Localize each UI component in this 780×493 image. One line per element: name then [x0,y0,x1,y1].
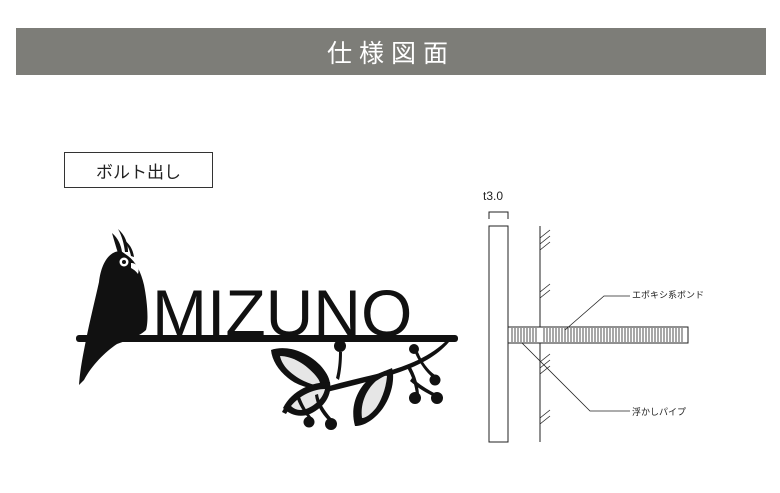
page-title: 仕様図面 [326,38,455,68]
adhesive-label: エポキシ系ボンド [632,291,705,301]
adhesive-leader [564,295,630,331]
mount-type-label: ボルト出し [64,152,213,188]
thickness-label: t3.0 [483,189,504,203]
header-bar: 仕様図面 [16,28,766,75]
branch-ornament [271,340,449,430]
nameplate-sign: MIZUNO [76,229,458,430]
pipe-leader [521,342,630,412]
sign-base-bar [76,335,458,342]
bird-icon [79,229,148,385]
thickness-dimension [488,211,509,219]
pipe-label: 浮かしパイプ [632,408,687,418]
mounting-section-diagram [488,211,689,443]
wall-hatching [539,229,551,425]
sign-plate [488,225,509,443]
bolt-thread [511,328,683,342]
